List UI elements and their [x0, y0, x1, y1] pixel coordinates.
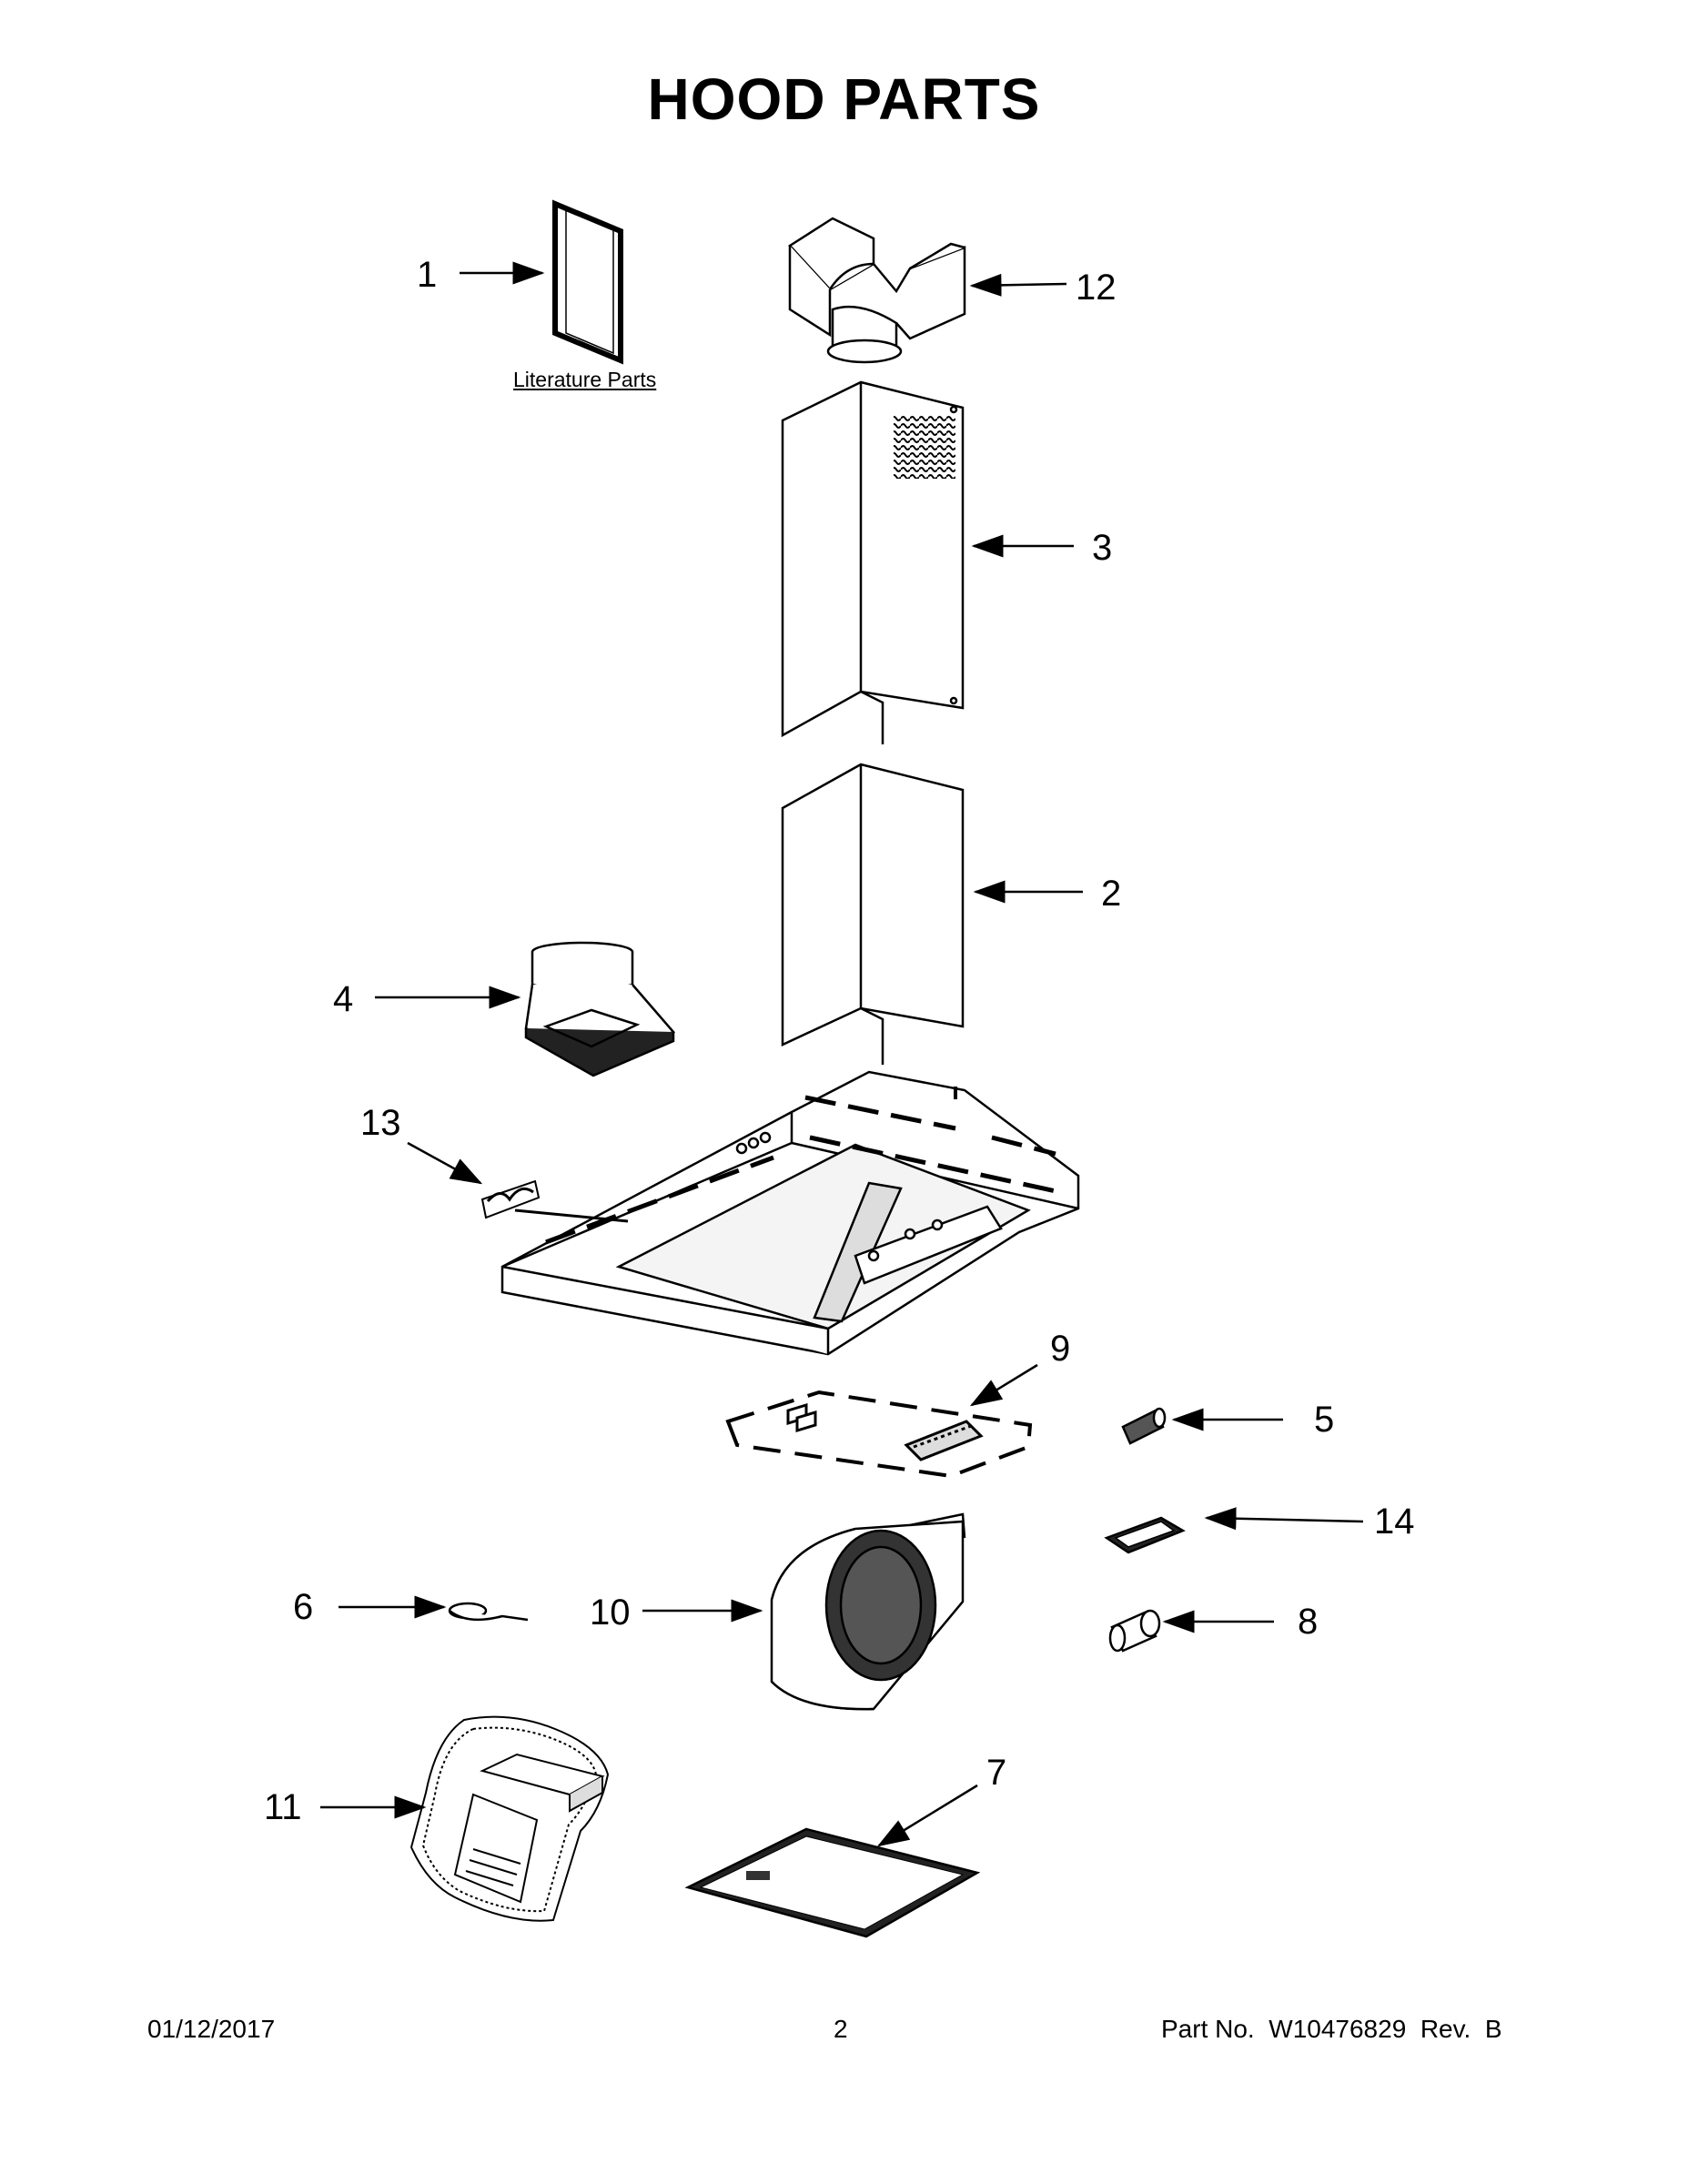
- callout-1: 1: [417, 255, 438, 295]
- literature-parts-label: Literature Parts: [513, 368, 657, 391]
- footer-page-number: 2: [834, 2015, 848, 2043]
- page-title: HOOD PARTS: [647, 66, 1041, 132]
- part-13-logo-badge: [407, 1141, 629, 1223]
- part-11-hardware-bag: [320, 1715, 610, 1922]
- footer-part-number: Part No. W10476829 Rev. B: [1161, 2015, 1502, 2043]
- callout-9: 9: [1050, 1329, 1071, 1369]
- part-4-damper-outlet: [375, 941, 676, 1077]
- part-8-bulb: [1108, 1609, 1274, 1653]
- footer-date: 01/12/2017: [147, 2015, 276, 2043]
- callout-8: 8: [1298, 1602, 1319, 1642]
- part-9-switch-set: [725, 1363, 1038, 1479]
- callout-2: 2: [1101, 874, 1122, 914]
- part-2-lower-chimney: [781, 763, 1083, 1065]
- callout-6: 6: [293, 1587, 314, 1627]
- hood-canopy: [500, 1070, 1080, 1356]
- part-14-control-plate: [1104, 1507, 1364, 1554]
- part-6-wire-tie: [339, 1595, 529, 1622]
- part-7-grease-filter: [684, 1784, 981, 1938]
- part-1-literature: [460, 199, 623, 365]
- callout-14: 14: [1374, 1502, 1415, 1542]
- part-12-duct-transition: [788, 217, 1067, 364]
- callout-11: 11: [264, 1787, 302, 1827]
- callout-7: 7: [986, 1753, 1007, 1793]
- part-3-upper-chimney: [781, 380, 1074, 744]
- callout-12: 12: [1076, 268, 1117, 308]
- callout-4: 4: [333, 979, 354, 1019]
- part-5-light-bulb: [1121, 1407, 1283, 1445]
- callout-10: 10: [590, 1592, 631, 1633]
- callout-3: 3: [1092, 528, 1113, 568]
- part-10-blower-assembly: [642, 1512, 966, 1711]
- callout-5: 5: [1314, 1400, 1335, 1440]
- callout-13: 13: [360, 1103, 401, 1143]
